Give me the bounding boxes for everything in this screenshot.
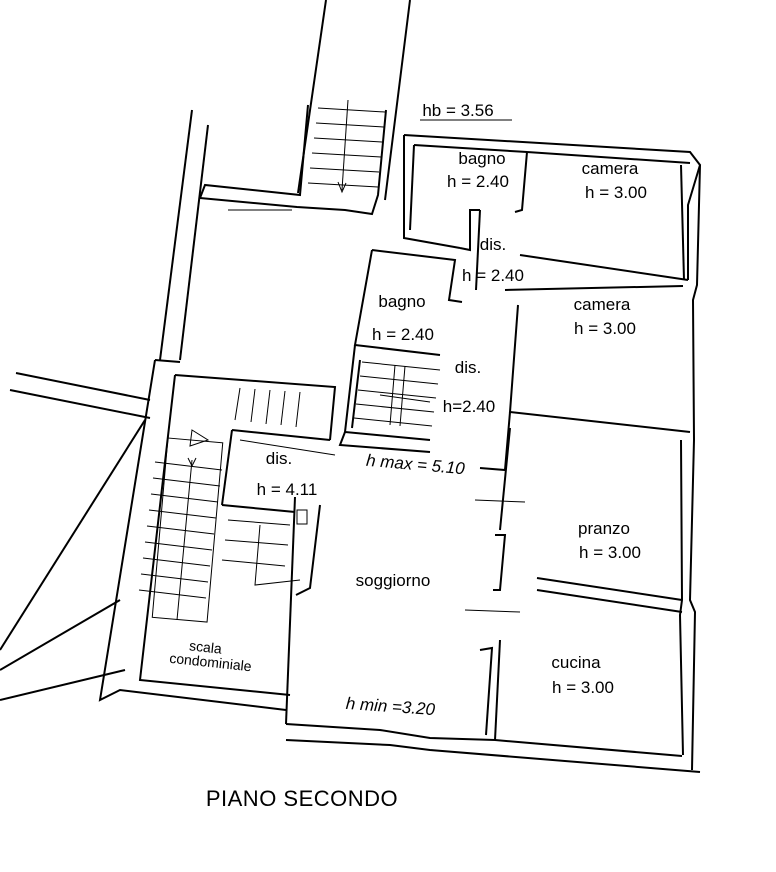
upper-stair <box>198 99 387 216</box>
soggiorno-name: soggiorno <box>356 571 431 590</box>
plan-title: PIANO SECONDO <box>206 786 398 811</box>
bagno-top-name: bagno <box>458 149 505 168</box>
cucina-name: cucina <box>551 653 601 672</box>
bagno-mid-height: h = 2.40 <box>372 325 434 344</box>
camera-mid-name: camera <box>574 295 631 314</box>
pranzo-height: h = 3.00 <box>579 543 641 562</box>
hmin-label: h min =3.20 <box>345 694 436 719</box>
dis-left-name: dis. <box>266 449 292 468</box>
dis-mid-height: h=2.40 <box>443 397 495 416</box>
camera-mid-height: h = 3.00 <box>574 319 636 338</box>
camera-top-name: camera <box>582 159 639 178</box>
pranzo-name: pranzo <box>578 519 630 538</box>
interior-walls <box>221 144 691 741</box>
condominiale-label: condominiale <box>169 650 253 675</box>
dis-mid-name: dis. <box>455 358 481 377</box>
cucina-height: h = 3.00 <box>552 678 614 697</box>
hb-label: hb = 3.56 <box>422 101 493 120</box>
bagno-mid-name: bagno <box>378 292 425 311</box>
context-lines <box>0 0 411 701</box>
dis-top-height: h = 2.40 <box>462 266 524 285</box>
scala-label: scala <box>188 637 222 656</box>
dis-top-name: dis. <box>480 235 506 254</box>
dis-left-height: h = 4.11 <box>257 480 318 499</box>
camera-top-height: h = 3.00 <box>585 183 647 202</box>
outer-walls <box>98 134 702 773</box>
hmax-label: h max = 5.10 <box>365 451 466 479</box>
condominium-stair <box>138 429 308 623</box>
bagno-top-height: h = 2.40 <box>447 172 509 191</box>
